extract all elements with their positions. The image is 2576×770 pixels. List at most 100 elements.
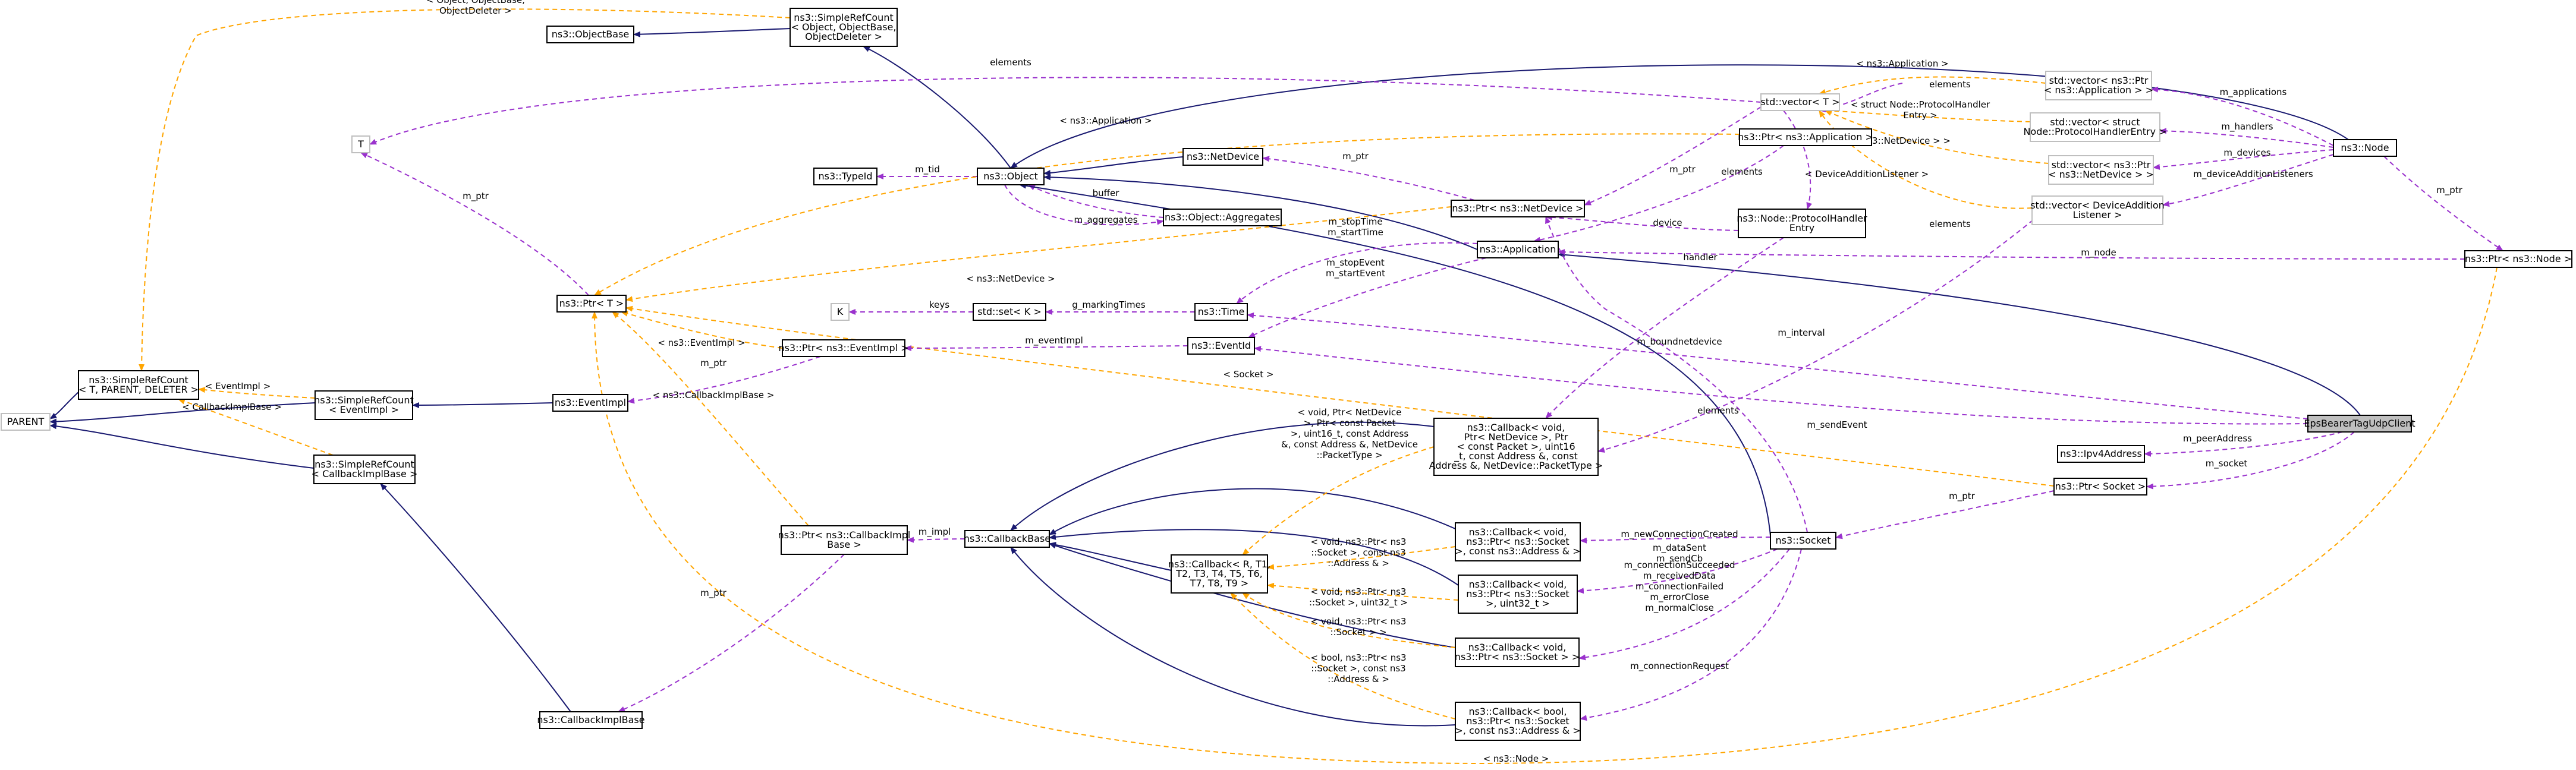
edge-e-callbackimplbase-srccallback bbox=[380, 483, 571, 712]
edge-line bbox=[1835, 490, 2055, 539]
node-label-line: T bbox=[357, 138, 364, 150]
edge-label-line: g_markingTimes bbox=[1072, 299, 1146, 311]
edge-e-vecnd-vectort-tpl bbox=[1825, 110, 2049, 164]
node-cb-socket-uint[interactable]: ns3::Callback< void,ns3::Ptr< ns3::Socke… bbox=[1458, 575, 1578, 614]
edge-label-keys: keys bbox=[929, 299, 949, 310]
edge-e-cbsa-cbgeneric-tpl bbox=[1267, 546, 1456, 570]
node-parent[interactable]: PARENT bbox=[1, 413, 51, 431]
edge-line bbox=[1825, 110, 2049, 164]
edge-e-eventimpl-srceventimpl bbox=[412, 402, 553, 408]
node-src-event-impl[interactable]: ns3::SimpleRefCount< EventImpl > bbox=[314, 390, 414, 420]
edge-label-line: < void, Ptr< NetDevice bbox=[1298, 407, 1402, 418]
edge-e-time-application bbox=[1236, 242, 1478, 304]
node-box bbox=[1739, 128, 1872, 146]
edge-e-srcobject-objectbase bbox=[633, 28, 791, 37]
node-vector-t[interactable]: std::vector< T > bbox=[1760, 93, 1840, 111]
edge-e-vecnd-node bbox=[2153, 149, 2334, 170]
node-ptr-socket[interactable]: ns3::Ptr< Socket > bbox=[2053, 478, 2147, 496]
node-label-line: ns3::Socket bbox=[1776, 535, 1831, 546]
node-set-k[interactable]: std::set< K > bbox=[973, 303, 1046, 321]
node-cb-socket-address[interactable]: ns3::Callback< void,ns3::Ptr< ns3::Socke… bbox=[1455, 522, 1581, 561]
node-object[interactable]: ns3::Object bbox=[977, 168, 1045, 185]
edge-label-line: m_boundnetdevice bbox=[1637, 336, 1722, 348]
edge-line bbox=[1230, 592, 1456, 719]
node-ptr-net-device[interactable]: ns3::Ptr< ns3::NetDevice > bbox=[1451, 200, 1585, 217]
node-node[interactable]: ns3::Node bbox=[2333, 139, 2397, 157]
node-src-callback-impl[interactable]: ns3::SimpleRefCount< CallbackImplBase > bbox=[312, 455, 418, 484]
edge-e-ptreventimpl-eventimpl bbox=[627, 356, 821, 404]
node-time[interactable]: ns3::Time bbox=[1194, 303, 1248, 321]
node-box bbox=[1171, 554, 1268, 594]
node-src-deleter[interactable]: ns3::SimpleRefCount< T, PARENT, DELETER … bbox=[78, 370, 199, 400]
node-label-line: ns3::CallbackImplBase bbox=[537, 714, 644, 725]
node-ipv4-address[interactable]: ns3::Ipv4Address bbox=[2057, 445, 2145, 463]
edge-line bbox=[1545, 216, 1808, 533]
edge-label-line: < Socket > bbox=[1223, 369, 1274, 380]
edge-e-node-object bbox=[1010, 64, 2349, 169]
node-cb-socket[interactable]: ns3::Callback< void,ns3::Ptr< ns3::Socke… bbox=[1455, 638, 1580, 667]
node-label: ns3::TypeId bbox=[818, 171, 872, 182]
node-cb-bool[interactable]: ns3::Callback< bool,ns3::Ptr< ns3::Socke… bbox=[1455, 702, 1581, 741]
node-box bbox=[2045, 71, 2152, 100]
node-vec-application[interactable]: std::vector< ns3::Ptr< ns3::Application … bbox=[2044, 71, 2153, 100]
node-label-line: < ns3::NetDevice > > bbox=[2048, 169, 2154, 180]
edge-label-line: m_startEvent bbox=[1326, 268, 1385, 279]
edge-label-mPtrCb: m_ptr bbox=[700, 588, 727, 599]
edge-e-eventid-ptreventimpl bbox=[904, 345, 1188, 351]
node-socket[interactable]: ns3::Socket bbox=[1770, 532, 1836, 550]
edge-label-line: ::Socket > > bbox=[1331, 627, 1387, 638]
node-label: ns3::EventId bbox=[1191, 340, 1251, 351]
node-src-object[interactable]: ns3::SimpleRefCount< Object, ObjectBase,… bbox=[790, 8, 898, 47]
node-label: ns3::Ptr< ns3::NetDevice > bbox=[1452, 203, 1583, 214]
node-ptr-t[interactable]: ns3::Ptr< T > bbox=[556, 295, 627, 313]
node-label-line: >, uint32_t > bbox=[1486, 598, 1550, 610]
edge-e-time-focus bbox=[1247, 312, 2308, 419]
edge-label-line: m_ptr bbox=[463, 191, 489, 202]
edge-label-tplApplication1: < ns3::Application > bbox=[1059, 115, 1152, 126]
edge-label-line: ::Socket >, const ns3 bbox=[1311, 663, 1405, 674]
node-ptr-node[interactable]: ns3::Ptr< ns3::Node > bbox=[2464, 250, 2572, 268]
edge-label-line: m_sendCb bbox=[1656, 553, 1703, 564]
node-ptr-application[interactable]: ns3::Ptr< ns3::Application > bbox=[1738, 128, 1873, 146]
edge-label-mDevices: m_devices bbox=[2223, 147, 2270, 159]
node-label-line: ns3::NetDevice bbox=[1187, 151, 1259, 162]
edge-label-line: m_connectionRequest bbox=[1630, 661, 1729, 672]
node-k[interactable]: K bbox=[831, 303, 850, 321]
node-application[interactable]: ns3::Application bbox=[1477, 241, 1559, 258]
edge-line bbox=[1004, 184, 1164, 226]
node-callback-impl-base[interactable]: ns3::CallbackImplBase bbox=[537, 711, 645, 729]
edge-line bbox=[863, 46, 1011, 169]
edge-label-line: < void, ns3::Ptr< ns3 bbox=[1311, 616, 1407, 627]
node-callback-generic[interactable]: ns3::Callback< R, T1,T2, T3, T4, T5, T6,… bbox=[1168, 554, 1270, 594]
edge-line bbox=[369, 77, 1762, 145]
node-net-device[interactable]: ns3::NetDevice bbox=[1182, 148, 1263, 166]
node-label-line: std::set< K > bbox=[977, 306, 1041, 317]
node-object-base[interactable]: ns3::ObjectBase bbox=[546, 26, 634, 43]
node-ptr-event-impl[interactable]: ns3::Ptr< ns3::EventImpl > bbox=[778, 339, 909, 357]
node-label-line: < ns3::Application > > bbox=[2044, 84, 2153, 96]
node-box bbox=[964, 530, 1050, 548]
edge-e-callbackbase-ptrcallback bbox=[907, 537, 965, 543]
node-label-line: _t, const Address &, const bbox=[1454, 450, 1578, 462]
node-focus[interactable]: EpsBearerTagUdpClient bbox=[2304, 415, 2415, 433]
node-event-impl[interactable]: ns3::EventImpl bbox=[552, 394, 628, 412]
edge-e-cbsa-callbackbase bbox=[1049, 488, 1456, 535]
node-event-id[interactable]: ns3::EventId bbox=[1187, 337, 1255, 355]
node-vec-net-device[interactable]: std::vector< ns3::Ptr< ns3::NetDevice > … bbox=[2048, 155, 2154, 185]
edge-label-line: m_ptr bbox=[2436, 185, 2463, 196]
node-cb-net-device[interactable]: ns3::Callback< void,Ptr< NetDevice >, Pt… bbox=[1429, 418, 1603, 476]
node-t[interactable]: T bbox=[351, 135, 370, 153]
node-callback-base[interactable]: ns3::CallbackBase bbox=[964, 530, 1050, 548]
node-aggregates[interactable]: ns3::Object::Aggregates bbox=[1163, 209, 1282, 226]
node-type-id[interactable]: ns3::TypeId bbox=[813, 168, 877, 185]
edge-line bbox=[412, 402, 553, 408]
node-label: ns3::SimpleRefCount< T, PARENT, DELETER … bbox=[78, 374, 199, 395]
